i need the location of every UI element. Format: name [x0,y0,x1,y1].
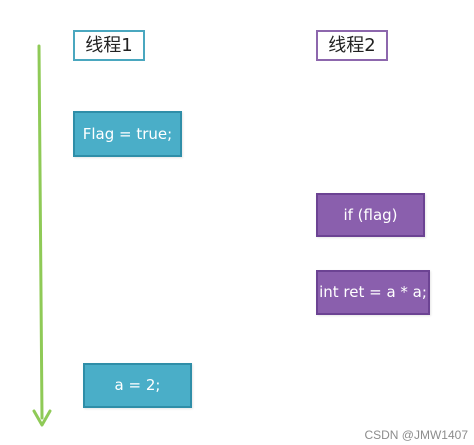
thread-1-step-flag-assignment: Flag = true; [73,111,182,157]
thread-2-header: 线程2 [316,30,388,61]
thread-2-step-int-ret: int ret = a * a; [316,270,430,315]
thread-2-step-if-flag: if (flag) [316,193,425,237]
thread-1-header: 线程1 [73,30,145,61]
thread-1-step-a-assignment: a = 2; [83,363,192,408]
watermark: CSDN @JMW1407 [364,428,468,442]
